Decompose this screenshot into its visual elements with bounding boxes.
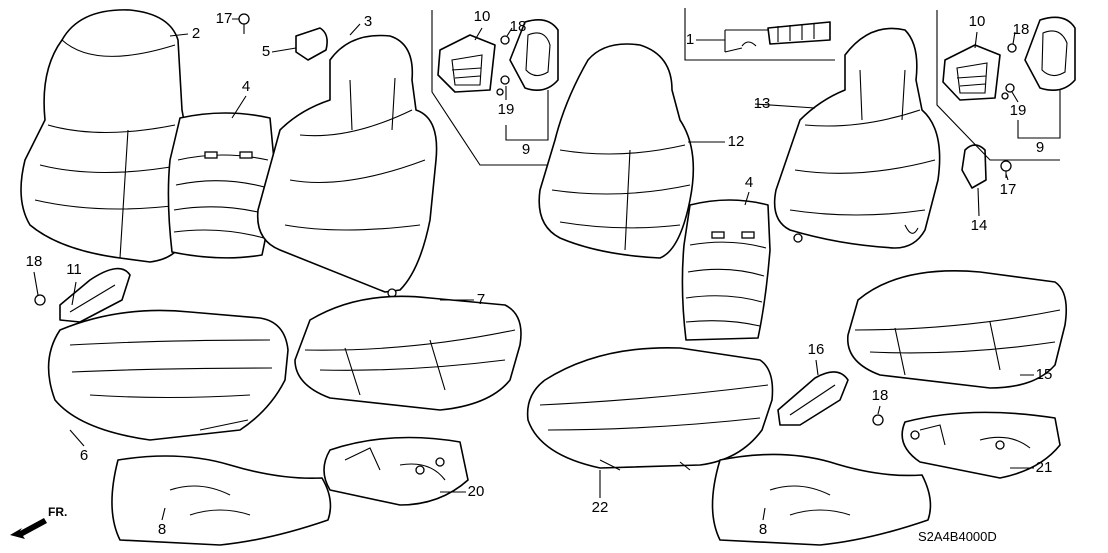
- seatback-frame-part-3[interactable]: [256, 34, 438, 298]
- callout-17a: 17: [216, 10, 233, 27]
- callout-10a: 10: [474, 8, 491, 25]
- callout-7: 7: [477, 291, 485, 308]
- recliner-cover-part-5[interactable]: [295, 27, 328, 61]
- callout-17b: 17: [1000, 181, 1017, 198]
- callout-18a: 18: [510, 18, 527, 35]
- callout-13: 13: [754, 95, 771, 112]
- callout-22: 22: [592, 499, 609, 516]
- callout-6: 6: [80, 447, 88, 464]
- callout-20: 20: [468, 483, 485, 500]
- front-direction-arrow-icon: [10, 518, 47, 539]
- callout-19b: 19: [1010, 102, 1027, 119]
- harness-part-1[interactable]: [741, 21, 831, 47]
- callout-18c: 18: [26, 253, 43, 270]
- callout-9b: 9: [1036, 139, 1044, 156]
- callout-1: 1: [686, 31, 694, 48]
- callout-18b: 18: [1013, 21, 1030, 38]
- callout-16: 16: [808, 341, 825, 358]
- callout-5: 5: [262, 43, 270, 60]
- seat-frame-pan-part-21[interactable]: [901, 411, 1061, 479]
- seatback-cover-part-2[interactable]: [20, 9, 190, 263]
- cover-part-9b[interactable]: [1024, 16, 1076, 91]
- seat-cushion-cover-part-22[interactable]: [526, 346, 774, 471]
- callout-8b: 8: [759, 521, 767, 538]
- seat-cushion-pad-part-7[interactable]: [294, 295, 522, 411]
- callout-9a: 9: [522, 141, 530, 158]
- callout-14: 14: [971, 217, 988, 234]
- recliner-cover-part-14[interactable]: [961, 144, 987, 189]
- callout-12: 12: [728, 133, 745, 150]
- callout-15: 15: [1036, 366, 1053, 383]
- seat-cushion-cover-part-6[interactable]: [47, 309, 289, 441]
- seatback-cover-part-12[interactable]: [538, 43, 695, 259]
- bolt-part-18d[interactable]: [872, 414, 884, 426]
- seat-pad-sheet-part-8b[interactable]: [711, 453, 932, 546]
- seatback-frame-part-13[interactable]: [773, 27, 941, 249]
- front-direction-label: FR.: [48, 505, 67, 519]
- cover-part-9a[interactable]: [509, 19, 559, 91]
- callout-10b: 10: [969, 13, 986, 30]
- callout-8a: 8: [158, 521, 166, 538]
- bolt-part-17a[interactable]: [238, 13, 250, 34]
- callout-19a: 19: [498, 101, 515, 118]
- seat-frame-pan-part-20[interactable]: [323, 436, 469, 506]
- callout-4a: 4: [242, 78, 250, 95]
- clip-part-18a[interactable]: [500, 35, 510, 45]
- callout-3: 3: [364, 13, 372, 30]
- callout-4b: 4: [745, 174, 753, 191]
- callout-11: 11: [66, 261, 82, 278]
- knob-bezel-part-10b[interactable]: [942, 44, 1001, 101]
- callout-18d: 18: [872, 387, 889, 404]
- seat-pad-sheet-part-8a[interactable]: [111, 455, 332, 546]
- recliner-cover-part-11[interactable]: [59, 267, 131, 323]
- bolt-part-17b[interactable]: [1000, 160, 1012, 178]
- clip-part-18b[interactable]: [1007, 43, 1017, 53]
- callout-21: 21: [1036, 459, 1053, 476]
- seatback-pad-part-4b[interactable]: [681, 199, 771, 341]
- diagram-code: S2A4B4000D: [918, 529, 997, 544]
- seat-cushion-pad-part-15[interactable]: [847, 270, 1068, 389]
- seatback-pad-part-4[interactable]: [167, 112, 275, 259]
- clip-part-19b[interactable]: [1001, 83, 1015, 100]
- callout-2: 2: [192, 25, 200, 42]
- bolt-part-18c[interactable]: [34, 294, 46, 306]
- clip-part-19a[interactable]: [496, 75, 510, 96]
- knob-bezel-part-10a[interactable]: [437, 34, 496, 93]
- recliner-cover-part-16[interactable]: [777, 371, 849, 426]
